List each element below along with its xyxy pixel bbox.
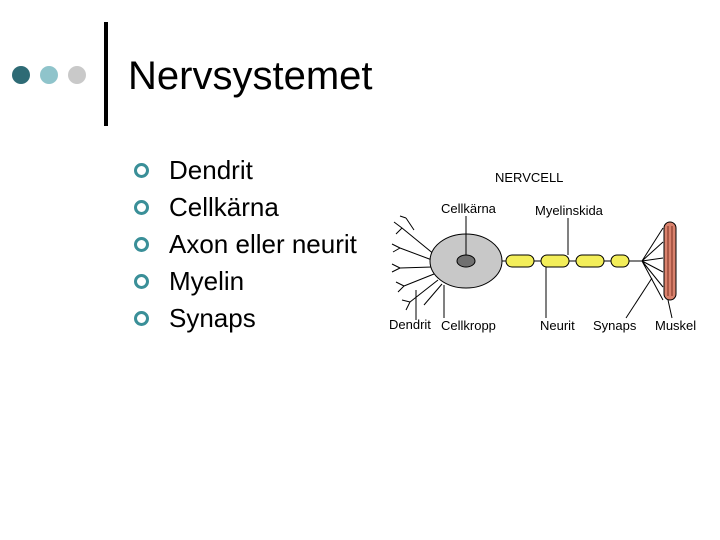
dendrites (391, 215, 443, 311)
decor-dot-light (40, 66, 58, 84)
neuron-diagram: NERVCELL Cellkärna Myelinskida Dendrit C… (389, 170, 696, 333)
myelin-segment (575, 254, 605, 268)
muscle-fiber (663, 221, 677, 301)
bullet-text: Myelin (169, 266, 245, 296)
bullet-item: Dendrit (134, 152, 357, 189)
myelin-segment (505, 254, 535, 268)
ring-bullet-icon (134, 274, 149, 289)
decorative-dots (12, 66, 86, 84)
ring-bullet-icon (134, 163, 149, 178)
label-neurit: Neurit (540, 318, 575, 333)
myelin-segment (610, 254, 630, 268)
cell-nucleus (456, 254, 476, 268)
bullet-item: Axon eller neurit (134, 226, 357, 263)
diagram-heading: NERVCELL (495, 170, 563, 185)
label-cellkarna: Cellkärna (441, 201, 497, 216)
ring-bullet-icon (134, 200, 149, 215)
decor-dot-dark (12, 66, 30, 84)
muscle-striations (667, 226, 673, 296)
ring-bullet-icon (134, 237, 149, 252)
label-cellkropp: Cellkropp (441, 318, 496, 333)
slide-title: Nervsystemet (128, 54, 373, 98)
synapse-branches (641, 227, 664, 301)
label-dendrit: Dendrit (389, 317, 431, 332)
myelin-segment (540, 254, 570, 268)
bullet-item: Synaps (134, 300, 357, 337)
bullet-text: Cellkärna (169, 192, 279, 222)
label-muskel: Muskel (655, 318, 696, 333)
bullet-item: Cellkärna (134, 189, 357, 226)
ring-bullet-icon (134, 311, 149, 326)
leader-lines (415, 216, 673, 320)
bullet-list: Dendrit Cellkärna Axon eller neurit Myel… (134, 152, 357, 337)
decor-dot-grey (68, 66, 86, 84)
bullet-text: Dendrit (169, 155, 253, 185)
label-myelinskida: Myelinskida (535, 203, 604, 218)
bullet-text: Synaps (169, 303, 256, 333)
bullet-item: Myelin (134, 263, 357, 300)
bullet-text: Axon eller neurit (169, 229, 357, 259)
title-divider (104, 22, 108, 126)
label-synaps: Synaps (593, 318, 637, 333)
